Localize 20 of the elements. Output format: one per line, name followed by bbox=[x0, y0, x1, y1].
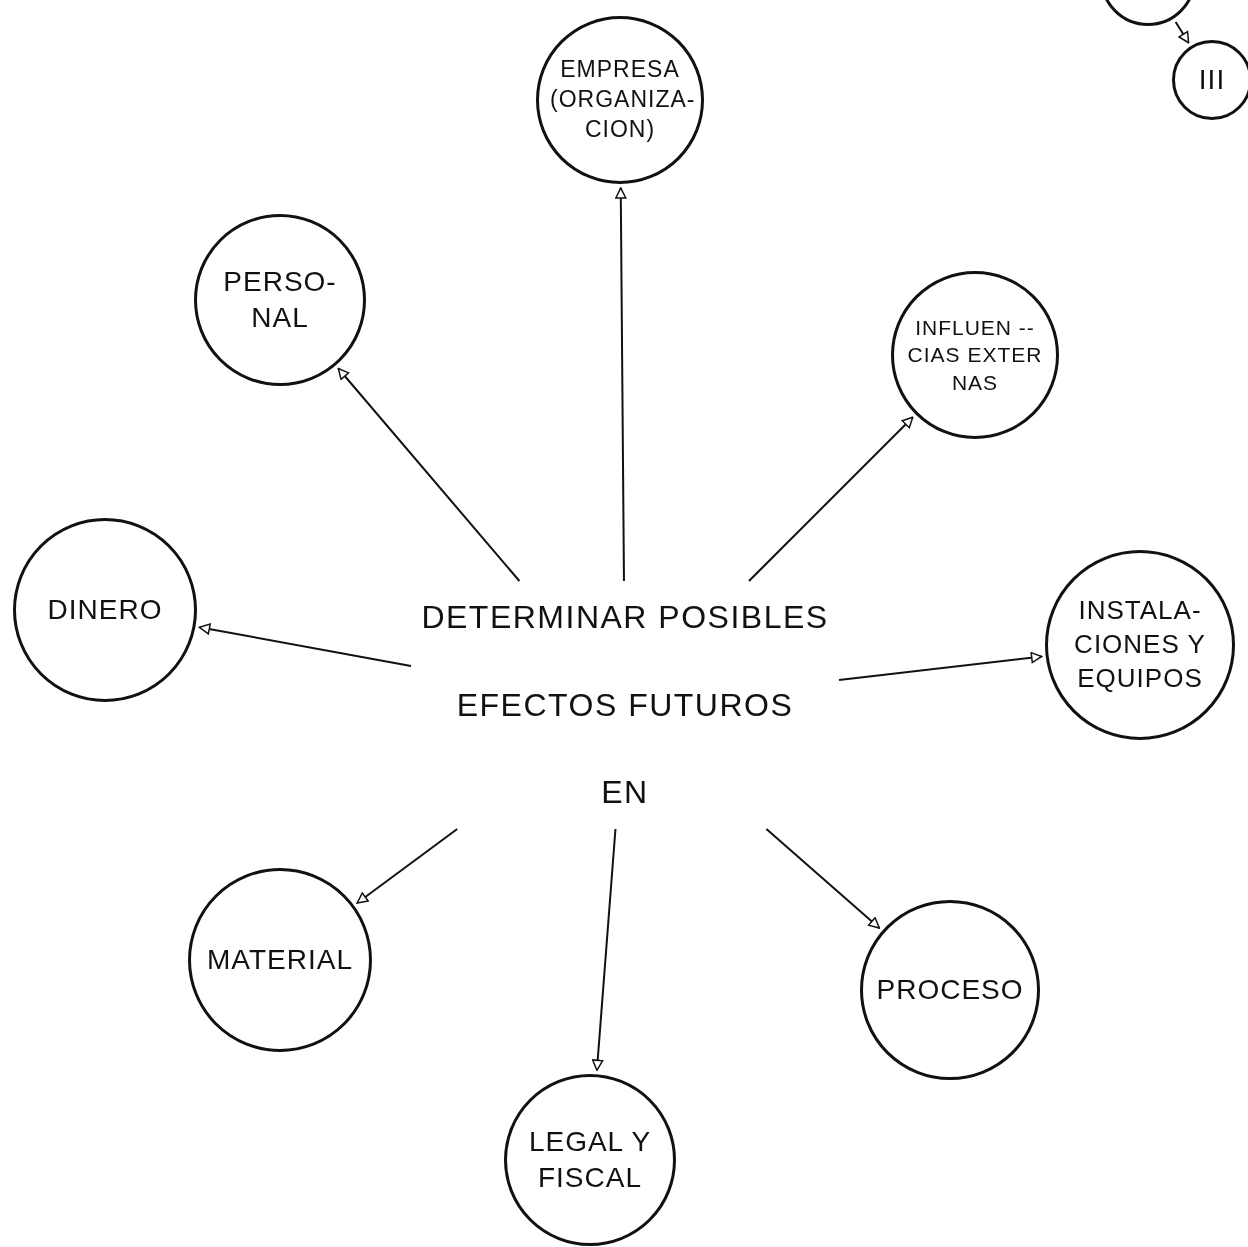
arrow bbox=[198, 623, 412, 667]
arrow bbox=[838, 651, 1043, 682]
circle-label: PERSO- NAL bbox=[222, 264, 338, 335]
circle-label: MATERIAL bbox=[206, 942, 354, 977]
arrow bbox=[337, 367, 521, 582]
arrow bbox=[748, 416, 914, 582]
circle-label: III bbox=[1197, 62, 1227, 97]
arrow bbox=[765, 828, 881, 929]
circle-label: INFLUEN -- CIAS EXTER NAS bbox=[906, 315, 1044, 396]
circle-label: PROCESO bbox=[875, 972, 1025, 1007]
arrow bbox=[356, 828, 459, 904]
circle-label: INSTALA- CIONES Y EQUIPOS bbox=[1073, 594, 1207, 695]
arrow bbox=[615, 187, 627, 582]
arrow bbox=[1174, 21, 1190, 44]
center-text: EFECTOS FUTUROS bbox=[456, 686, 794, 724]
center-text: DETERMINAR POSIBLES bbox=[421, 599, 829, 636]
circle-label: DINERO bbox=[46, 592, 164, 627]
circle-label: LEGAL Y FISCAL bbox=[527, 1124, 653, 1195]
arrow bbox=[591, 828, 617, 1072]
center-text: EN bbox=[601, 774, 649, 811]
